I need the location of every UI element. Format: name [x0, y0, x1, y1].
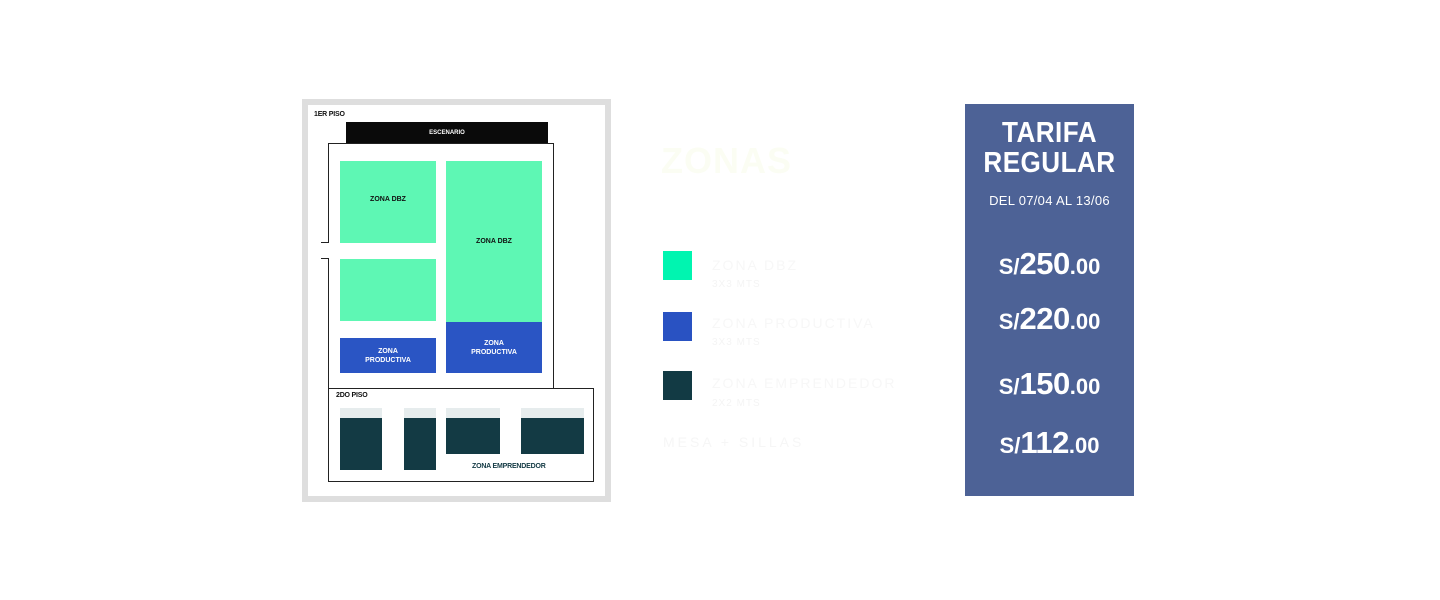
booth-top-4: [521, 408, 584, 418]
legend-dbz-size: 3X3 MTS: [712, 279, 761, 290]
price-decimals: .00: [1068, 433, 1100, 458]
booth-top-1: [340, 408, 382, 418]
zone-productiva-right: ZONA PRODUCTIVA: [446, 322, 542, 373]
price-integer: 220: [1019, 301, 1070, 336]
price-emprendedor: S/150.00: [965, 366, 1134, 402]
price-currency: S/: [998, 254, 1020, 279]
booth-top-3: [446, 408, 500, 418]
zonas-title: ZONAS: [661, 140, 792, 181]
price-decimals: .00: [1069, 374, 1101, 399]
stage: ESCENARIO: [346, 122, 548, 143]
legend-emprendedor-name: ZONA EMPRENDEDOR: [712, 375, 897, 391]
zone-dbz-left-top: ZONA DBZ: [340, 161, 436, 243]
zone-emprendedor-booth-4: [521, 418, 584, 454]
legend-emprendedor-size: 2X2 MTS: [712, 398, 761, 409]
door-tick-top: [321, 242, 329, 243]
zone-productiva-right-label: ZONA PRODUCTIVA: [471, 339, 517, 356]
zone-emprendedor-booth-3: [446, 418, 500, 454]
price-integer: 250: [1019, 246, 1070, 281]
tarifa-dates: DEL 07/04 AL 13/06: [989, 193, 1110, 208]
zone-dbz-left-label: ZONA DBZ: [370, 196, 406, 203]
zone-dbz-right: ZONA DBZ: [446, 161, 542, 322]
zone-dbz-right-label: ZONA DBZ: [476, 238, 512, 245]
price-productiva: S/220.00: [965, 301, 1134, 337]
zone-productiva-left-label: ZONA PRODUCTIVA: [365, 347, 411, 364]
legend-dbz-name: ZONA DBZ: [712, 257, 799, 273]
zone-emprendedor-booth-1: [340, 418, 382, 470]
price-currency: S/: [998, 374, 1020, 399]
legend-swatch-emprendedor: [663, 371, 692, 400]
legend-swatch-productiva: [663, 312, 692, 341]
legend-swatch-dbz: [663, 251, 692, 280]
price-decimals: .00: [1069, 309, 1101, 334]
price-integer: 112: [1020, 425, 1069, 460]
price-currency: S/: [999, 433, 1021, 458]
price-dbz: S/250.00: [965, 246, 1134, 282]
door-tick-bottom: [321, 258, 329, 259]
hall-door: [327, 242, 330, 258]
floor1-label: 1ER PISO: [314, 111, 345, 118]
zone-emprendedor-booth-2: [404, 418, 436, 470]
price-mesa-sillas: S/112.00: [965, 425, 1134, 461]
tarifa-title-line2: REGULAR: [983, 147, 1116, 179]
booth-top-2: [404, 408, 436, 418]
zone-dbz-left-bottom: [340, 259, 436, 321]
floor-plan: 1ER PISO ESCENARIO 2DO PISO ZONA DBZ ZON…: [302, 99, 611, 502]
tarifa-title: TARIFA REGULAR: [973, 118, 1125, 178]
floor2-label: 2DO PISO: [336, 392, 368, 399]
zone-emprendedor-label: ZONA EMPRENDEDOR: [472, 463, 546, 470]
legend-extra-note: MESA + SILLAS: [663, 434, 805, 450]
floor-plan-canvas: 1ER PISO ESCENARIO 2DO PISO ZONA DBZ ZON…: [308, 105, 605, 496]
zone-productiva-left: ZONA PRODUCTIVA: [340, 338, 436, 373]
legend-productiva-size: 3X3 MTS: [712, 337, 761, 348]
price-currency: S/: [998, 309, 1020, 334]
price-decimals: .00: [1069, 254, 1101, 279]
tarifa-title-line1: TARIFA: [1001, 117, 1098, 149]
legend-productiva-name: ZONA PRODUCTIVA: [712, 315, 875, 331]
tarifa-panel: TARIFA REGULAR DEL 07/04 AL 13/06 S/250.…: [965, 104, 1134, 496]
price-integer: 150: [1019, 366, 1070, 401]
